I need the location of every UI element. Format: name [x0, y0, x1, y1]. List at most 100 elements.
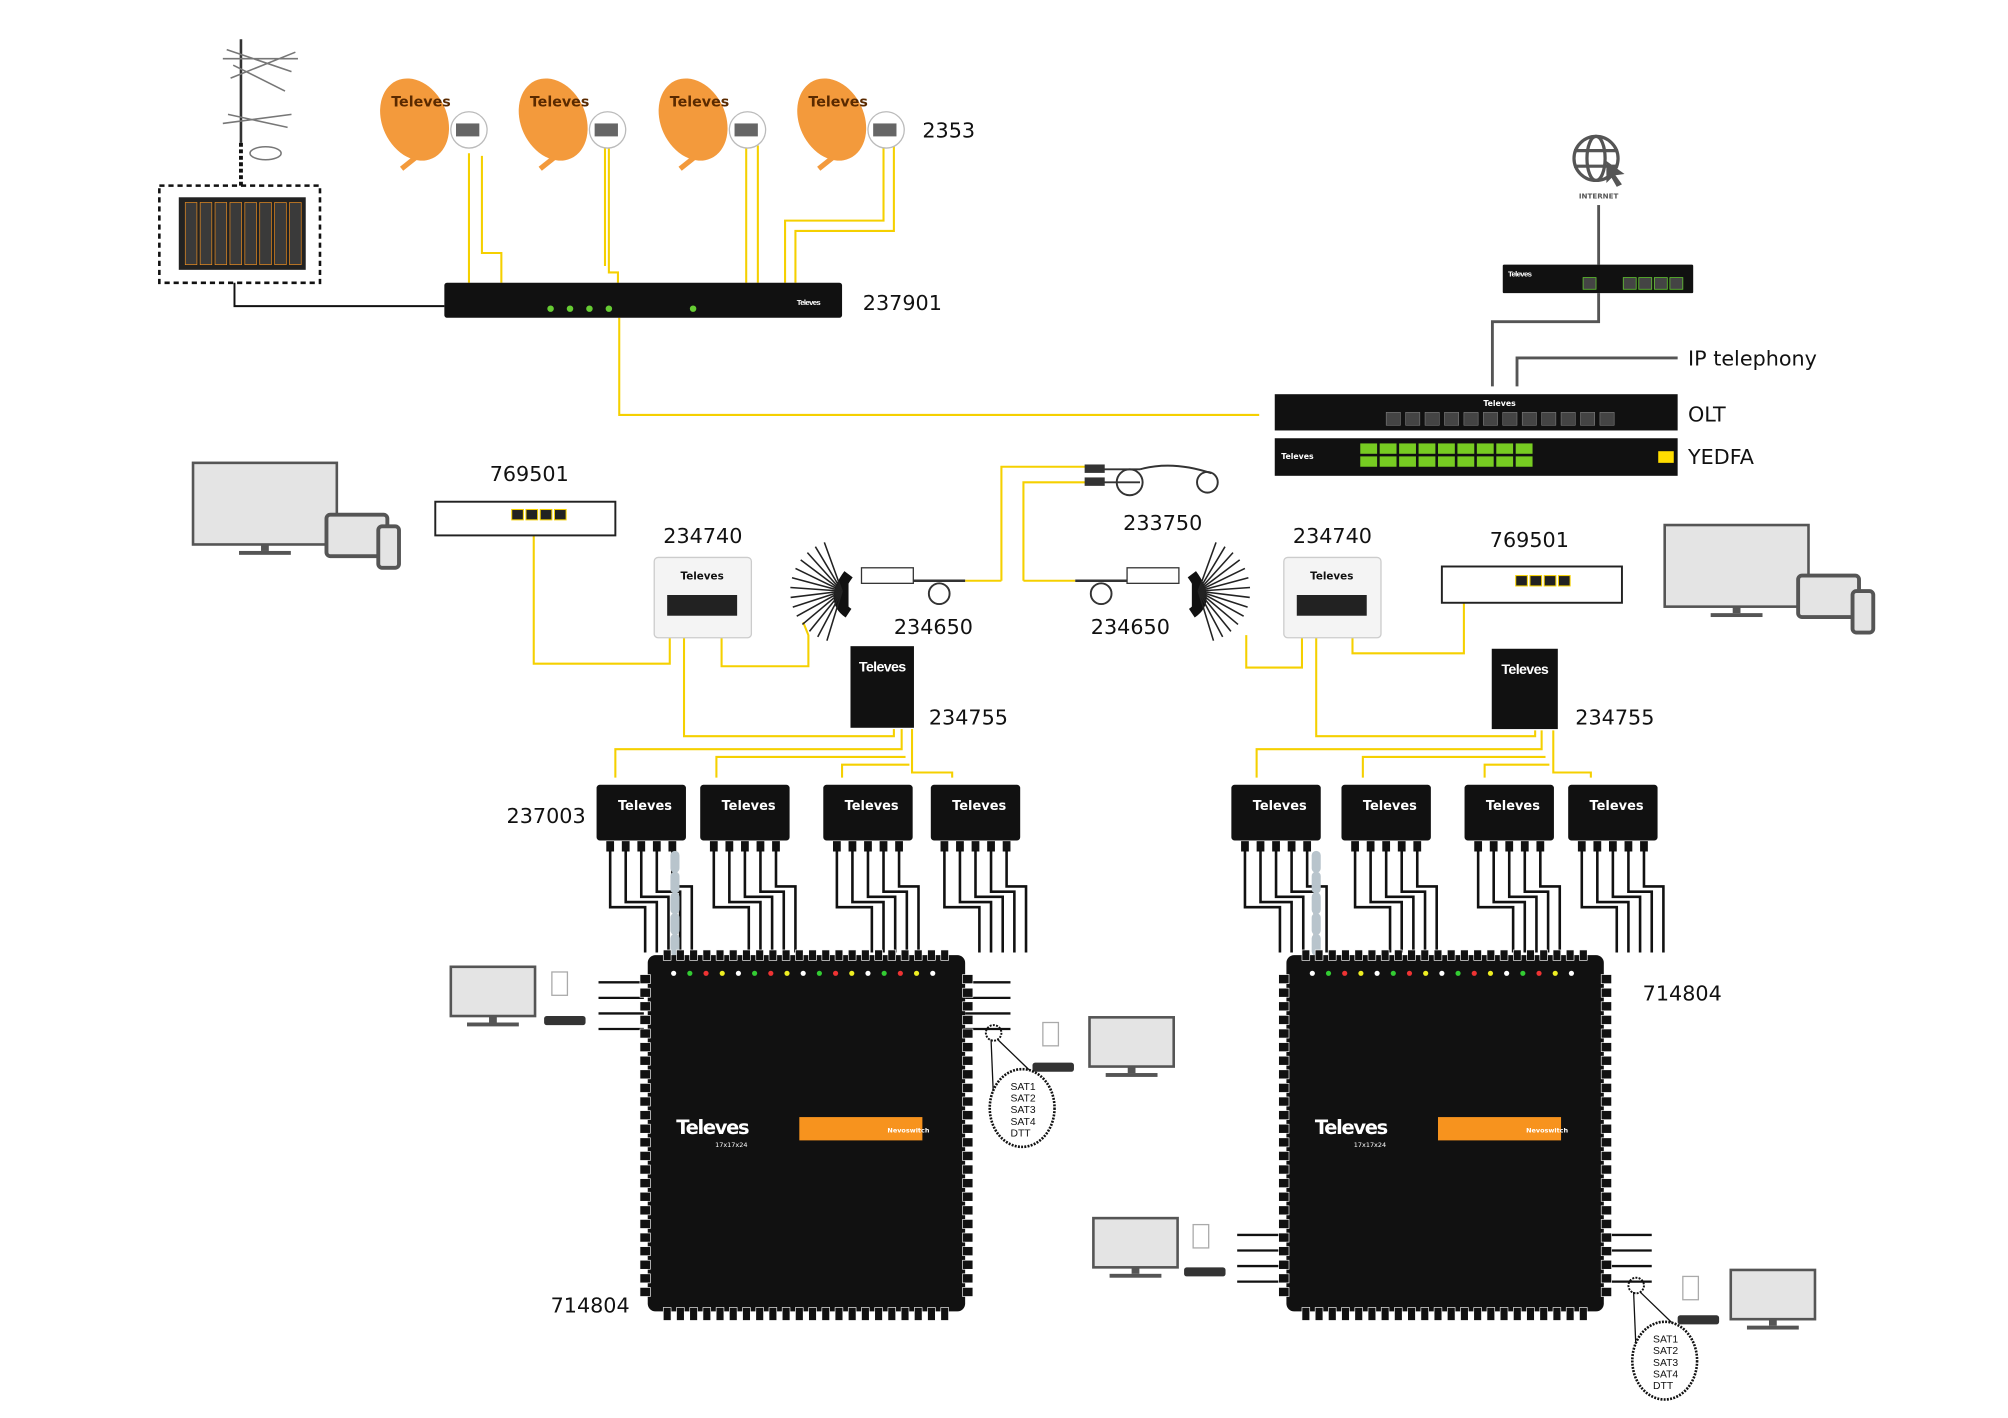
output-connector: [639, 1178, 651, 1189]
output-connector: [1600, 1232, 1612, 1243]
output-connector: [639, 1164, 651, 1175]
input-connector: [1341, 949, 1350, 961]
output-connector: [1600, 974, 1612, 984]
brand-logo: Televes: [1281, 452, 1314, 461]
input-led: [1406, 970, 1413, 976]
fibre-port: [1496, 456, 1514, 467]
ethernet-port: [1622, 277, 1637, 290]
sat-output-label: SAT4: [1010, 1117, 1035, 1128]
fibre-cable: [607, 145, 619, 283]
coax-cable: [1005, 851, 1028, 953]
tv-stand: [489, 1016, 497, 1023]
output-connector: [639, 1110, 651, 1120]
output-connector: [639, 1191, 651, 1202]
output-connector: [1278, 1219, 1290, 1229]
output-connector: [1433, 1307, 1443, 1321]
input-connector: [914, 949, 923, 961]
dish-mount: [817, 151, 840, 171]
coax-cable: [974, 851, 1004, 953]
output-connector: [795, 1307, 804, 1321]
label-receiver-left: 234740: [663, 524, 742, 548]
coax-cable: [1627, 851, 1654, 953]
satellite-dish-icon: [380, 78, 450, 161]
sat-output-label: DTT: [1653, 1381, 1674, 1392]
input-connector: [1513, 949, 1522, 961]
ethernet-port: [525, 508, 539, 521]
brand-logo: Televes: [845, 799, 899, 814]
input-led: [784, 970, 790, 976]
output-connector: [962, 1164, 974, 1175]
lnb-body: [456, 123, 480, 137]
input-connector: [1486, 949, 1496, 961]
tv-base: [1710, 613, 1763, 618]
brand-logo: Televes: [722, 799, 776, 814]
input-led: [1325, 970, 1332, 976]
input-connector: [1367, 949, 1377, 961]
output-connector: [1486, 1307, 1496, 1321]
coax-cable: [1596, 851, 1630, 953]
input-connector: [1552, 949, 1562, 961]
sat-output-callout: [1631, 1320, 1699, 1401]
fibre-port: [1457, 443, 1475, 454]
input-connector: [1565, 949, 1575, 961]
input-led: [1520, 970, 1526, 976]
fibre-pigtail: [1197, 590, 1215, 641]
input-led: [1309, 970, 1315, 976]
ethernet-port: [1529, 575, 1543, 587]
fibre-cable: [1361, 755, 1546, 778]
tv-stand: [1127, 1066, 1136, 1074]
set-top-box-icon: [1032, 1062, 1074, 1072]
brand-logo: Televes: [1315, 1116, 1388, 1139]
tv-base: [1105, 1073, 1158, 1077]
f-connector: [1474, 841, 1483, 852]
fibre-pigtail: [823, 542, 843, 592]
sfp-port: [1580, 412, 1595, 426]
input-led: [1374, 970, 1380, 976]
fibre-port: [1515, 456, 1533, 467]
output-connector: [962, 1232, 974, 1243]
f-connector: [1382, 841, 1391, 852]
fibre-pigtail: [1197, 546, 1226, 592]
input-connector: [768, 949, 778, 961]
output-connector: [1460, 1307, 1469, 1321]
output-connector: [962, 1110, 974, 1120]
output-connector: [1278, 1055, 1290, 1066]
f-connector: [940, 841, 949, 852]
output-connector: [1600, 1137, 1612, 1148]
output-connector: [1407, 1307, 1416, 1321]
headend-modules: [178, 197, 306, 270]
output-connector: [962, 974, 974, 984]
input-connector: [742, 949, 751, 961]
input-connector: [689, 949, 698, 961]
label-patch-cord: 233750: [1123, 511, 1202, 535]
output-connector: [639, 1096, 651, 1107]
output-connector: [1278, 1259, 1290, 1270]
output-connector: [1367, 1307, 1377, 1321]
output-connector: [1278, 1232, 1290, 1243]
input-led: [832, 970, 839, 976]
f-connector: [1520, 841, 1529, 852]
output-connector: [781, 1307, 791, 1321]
output-connector: [962, 1096, 974, 1107]
output-connector: [847, 1307, 857, 1321]
dish-mount: [538, 151, 562, 171]
coax-cable: [1243, 851, 1282, 953]
input-led: [865, 970, 871, 976]
fibre-cable: [480, 155, 503, 283]
coax-cable: [655, 851, 682, 953]
input-led: [1358, 970, 1364, 976]
output-connector: [742, 1307, 751, 1321]
sfp-port: [1444, 412, 1459, 426]
output-connector: [1446, 1307, 1456, 1321]
output-connector: [900, 1307, 910, 1321]
output-connector: [1341, 1307, 1350, 1321]
label-multiswitch-right: 714804: [1643, 981, 1722, 1005]
coax-cable: [1539, 851, 1562, 953]
input-led: [1568, 970, 1575, 976]
output-connector: [1278, 1273, 1290, 1284]
output-connector: [962, 1219, 974, 1229]
fibre-cable: [1245, 635, 1303, 669]
f-connector: [741, 841, 749, 852]
ethernet-cable: [1515, 356, 1678, 387]
coax-cable: [608, 851, 647, 953]
